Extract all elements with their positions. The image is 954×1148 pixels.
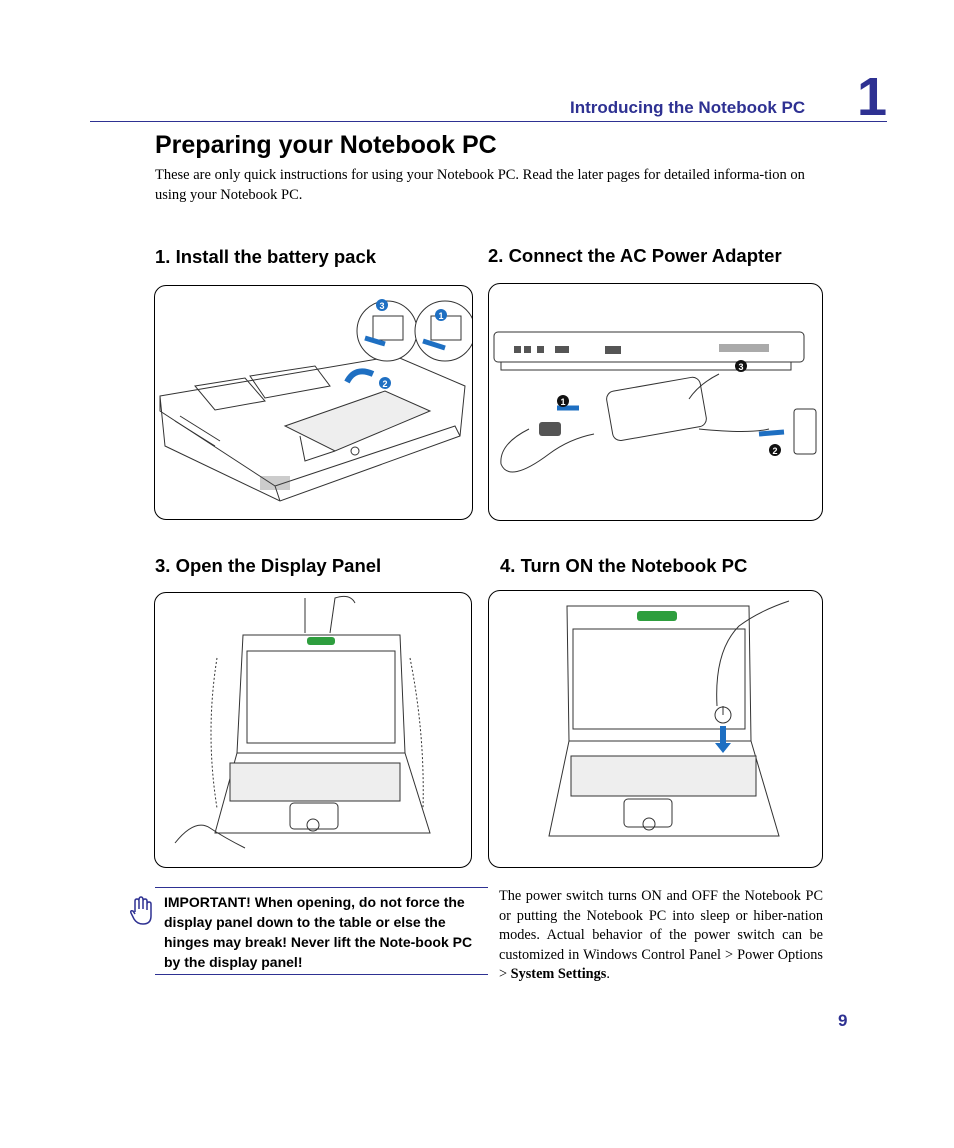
step-3-heading: 3. Open the Display Panel [155, 555, 382, 576]
important-rule-bottom [155, 974, 488, 975]
marker-2: 2 [382, 379, 387, 389]
marker-3: 3 [738, 362, 743, 372]
step-2-heading: 2. Connect the AC Power Adapter [488, 245, 782, 266]
page-number: 9 [838, 1011, 848, 1030]
marker-2: 2 [772, 446, 777, 456]
intro-paragraph: These are only quick instructions for us… [155, 167, 805, 203]
chapter-title: Introducing the Notebook PC [570, 98, 806, 117]
page-title: Preparing your Notebook PC [155, 131, 497, 159]
chapter-number: 1 [857, 67, 888, 127]
power-note-end: . [606, 966, 610, 982]
battery-illustration: 3 1 2 [154, 285, 473, 520]
power-note-bold: System Settings [510, 966, 607, 982]
arrow-icon [364, 335, 386, 347]
important-rule-top [155, 887, 488, 888]
step-1-heading: 1. Install the battery pack [155, 246, 377, 267]
power-switch-note: The power switch turns ON and OFF the No… [499, 887, 823, 985]
important-note: IMPORTANT! When opening, do not force th… [164, 894, 473, 970]
marker-1: 1 [560, 397, 565, 407]
power-on-illustration [488, 590, 823, 868]
open-display-illustration [154, 592, 472, 868]
ac-adapter-illustration: 1 3 2 [488, 283, 823, 521]
marker-1: 1 [438, 311, 443, 321]
marker-3: 3 [379, 301, 384, 311]
hand-icon [129, 896, 153, 926]
power-note-main: The power switch turns ON and OFF the No… [499, 888, 823, 982]
header-rule [90, 121, 887, 122]
step-4-heading: 4. Turn ON the Notebook PC [500, 555, 748, 576]
